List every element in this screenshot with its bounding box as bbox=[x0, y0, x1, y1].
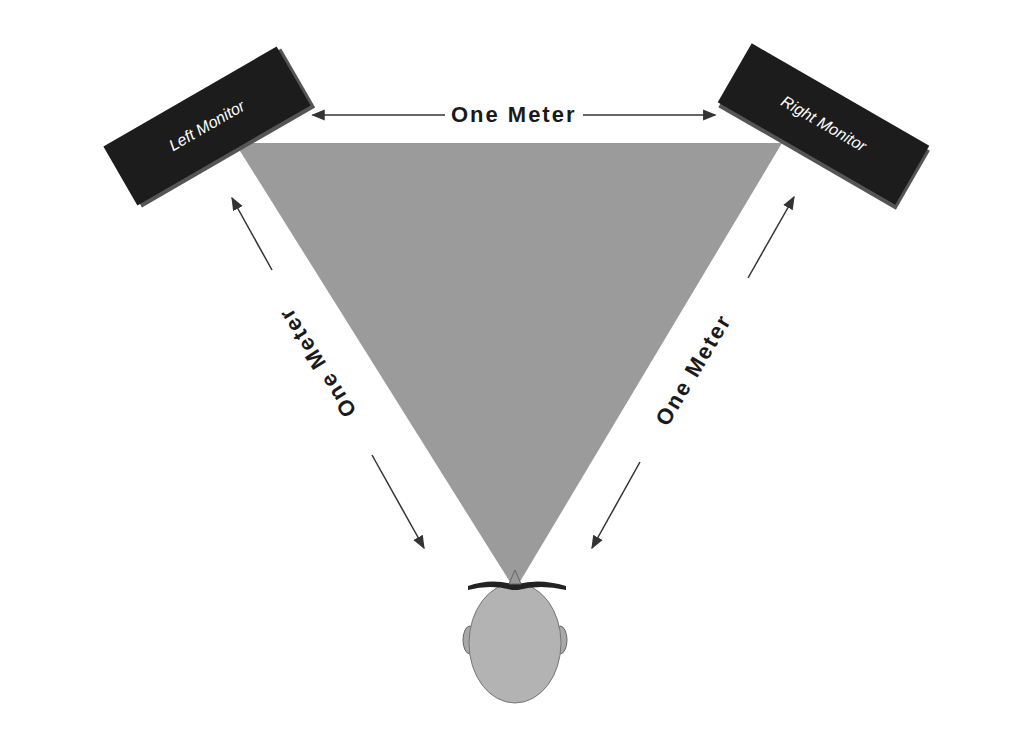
dimension-arrow bbox=[232, 198, 272, 270]
dimension-arrow bbox=[592, 462, 640, 548]
monitor-label: Left Monitor bbox=[166, 97, 248, 155]
head bbox=[469, 583, 561, 703]
nose bbox=[509, 570, 521, 584]
dimension-arrow bbox=[748, 197, 794, 278]
dimension-label: One Meter bbox=[445, 102, 583, 128]
listening-triangle bbox=[235, 143, 782, 590]
dimension-arrow bbox=[372, 455, 424, 548]
monitor-label: Right Monitor bbox=[777, 92, 868, 155]
